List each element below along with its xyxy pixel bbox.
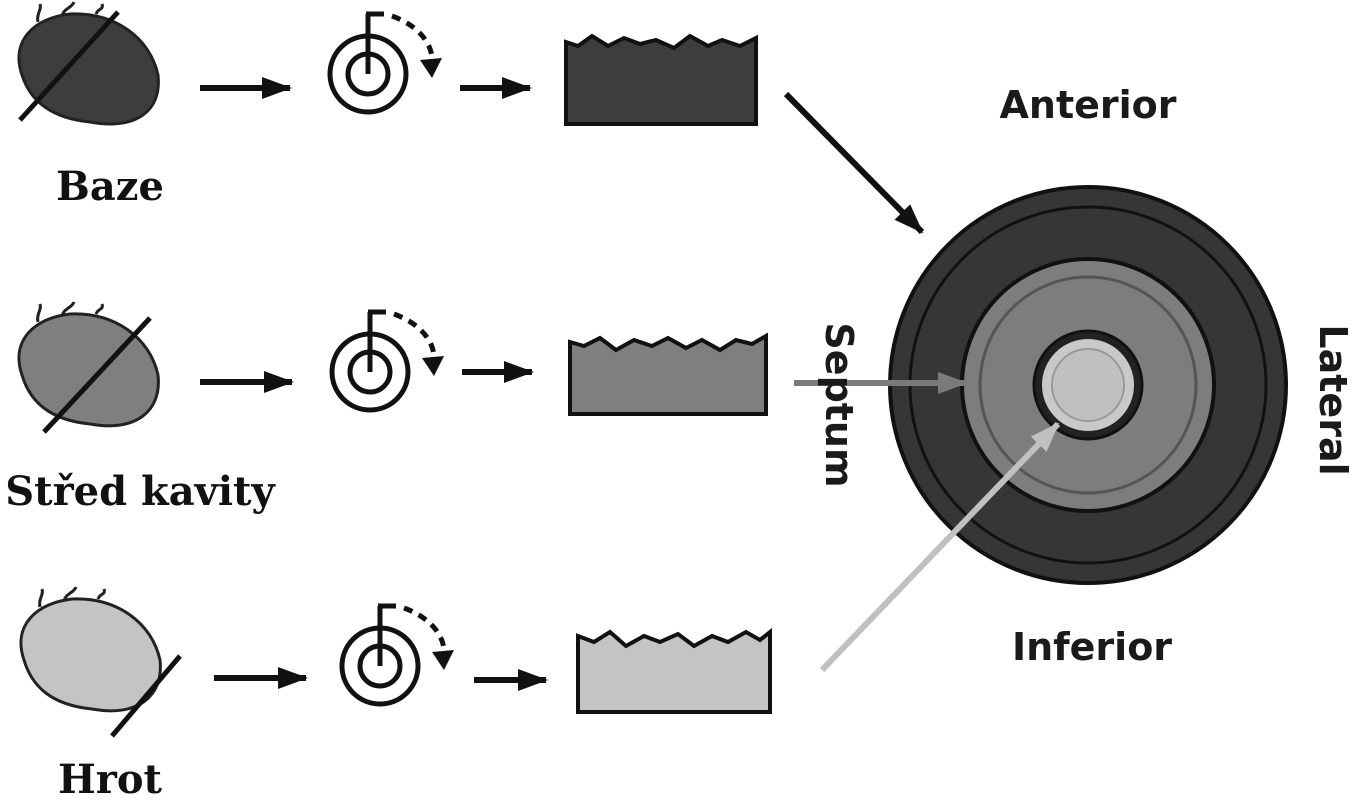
heart-slice-apex-icon bbox=[19, 586, 182, 738]
profile-base bbox=[564, 33, 758, 126]
rotation-icon-mid bbox=[329, 309, 444, 413]
label-apex: Hrot bbox=[58, 756, 163, 800]
profile-apex bbox=[576, 627, 772, 714]
label-septum: Septum bbox=[817, 322, 861, 487]
row-apex bbox=[19, 586, 772, 738]
heart-slice-base-icon bbox=[17, 1, 160, 126]
label-inferior: Inferior bbox=[1012, 625, 1172, 669]
label-base: Baze bbox=[56, 163, 164, 210]
label-lateral: Lateral bbox=[1311, 324, 1355, 475]
row-mid-cavity bbox=[17, 301, 768, 434]
label-mid-cavity: Střed kavity bbox=[5, 468, 276, 515]
arrow-apex-to-bullseye bbox=[819, 421, 1061, 673]
row-base bbox=[17, 1, 758, 126]
label-anterior: Anterior bbox=[999, 83, 1176, 127]
arrow-base-to-bullseye bbox=[783, 91, 925, 235]
rotation-icon-apex bbox=[339, 603, 454, 707]
rotation-icon-base bbox=[327, 11, 442, 115]
bullseye-polar-map bbox=[888, 185, 1288, 585]
heart-slice-mid-icon bbox=[17, 301, 160, 434]
profile-mid bbox=[568, 332, 768, 416]
